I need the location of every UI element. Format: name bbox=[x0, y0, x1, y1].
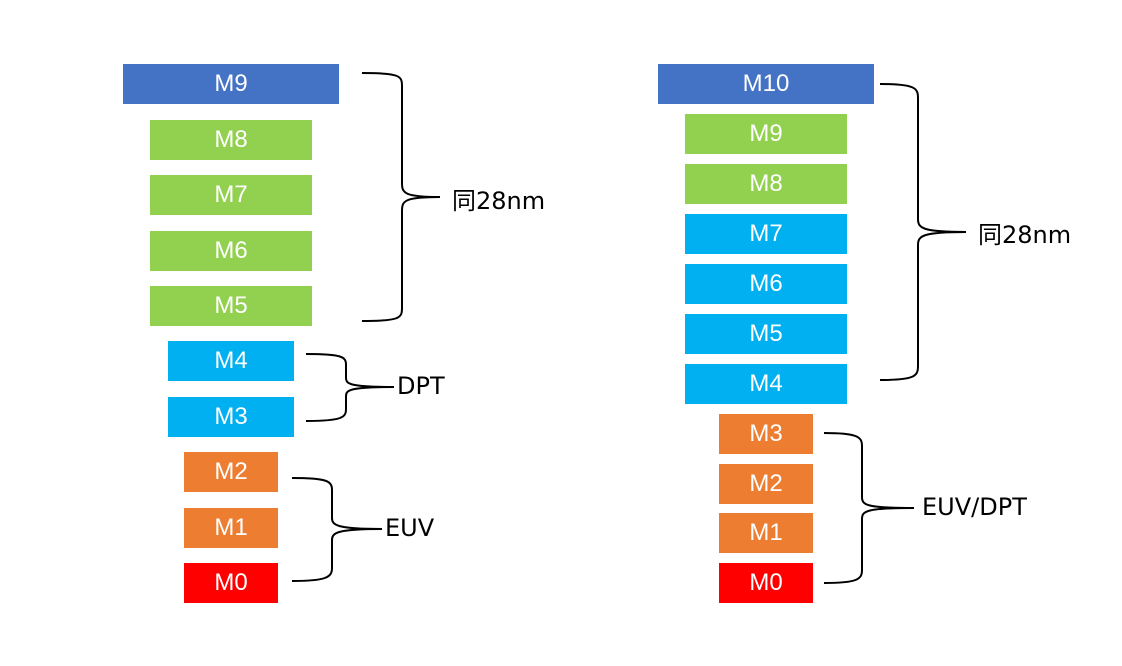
left-layer-m8: M8 bbox=[150, 120, 312, 160]
left-layer-m2: M2 bbox=[184, 452, 278, 492]
left-brace-euv bbox=[291, 477, 383, 582]
left-label-euv: EUV bbox=[385, 514, 435, 542]
right-layer-m9: M9 bbox=[685, 114, 847, 154]
left-brace-same-28nm bbox=[361, 72, 441, 322]
right-layer-m6: M6 bbox=[685, 264, 847, 304]
left-label-dpt: DPT bbox=[397, 372, 445, 400]
right-label-euv-dpt: EUV/DPT bbox=[922, 493, 1027, 521]
left-layer-m4: M4 bbox=[168, 341, 294, 381]
left-layer-m7: M7 bbox=[150, 175, 312, 215]
right-layer-m1: M1 bbox=[719, 513, 813, 553]
left-layer-m0: M0 bbox=[184, 563, 278, 603]
right-layer-m7: M7 bbox=[685, 214, 847, 254]
right-layer-m2: M2 bbox=[719, 464, 813, 504]
right-layer-m4: M4 bbox=[685, 364, 847, 404]
right-layer-m5: M5 bbox=[685, 314, 847, 354]
left-layer-m3: M3 bbox=[168, 397, 294, 437]
left-layer-m6: M6 bbox=[150, 231, 312, 271]
left-brace-dpt bbox=[305, 353, 395, 422]
left-layer-m1: M1 bbox=[184, 508, 278, 548]
left-label-same-28nm: 同28nm bbox=[452, 187, 546, 215]
right-layer-m10: M10 bbox=[658, 64, 874, 104]
right-layer-m8: M8 bbox=[685, 164, 847, 204]
left-layer-m9: M9 bbox=[123, 64, 339, 104]
right-brace-euv-dpt bbox=[823, 432, 915, 584]
left-layer-m5: M5 bbox=[150, 286, 312, 326]
right-label-same-28nm: 同28nm bbox=[978, 221, 1072, 249]
right-brace-same-28nm bbox=[879, 83, 967, 381]
right-layer-m0: M0 bbox=[719, 563, 813, 603]
right-layer-m3: M3 bbox=[719, 414, 813, 454]
